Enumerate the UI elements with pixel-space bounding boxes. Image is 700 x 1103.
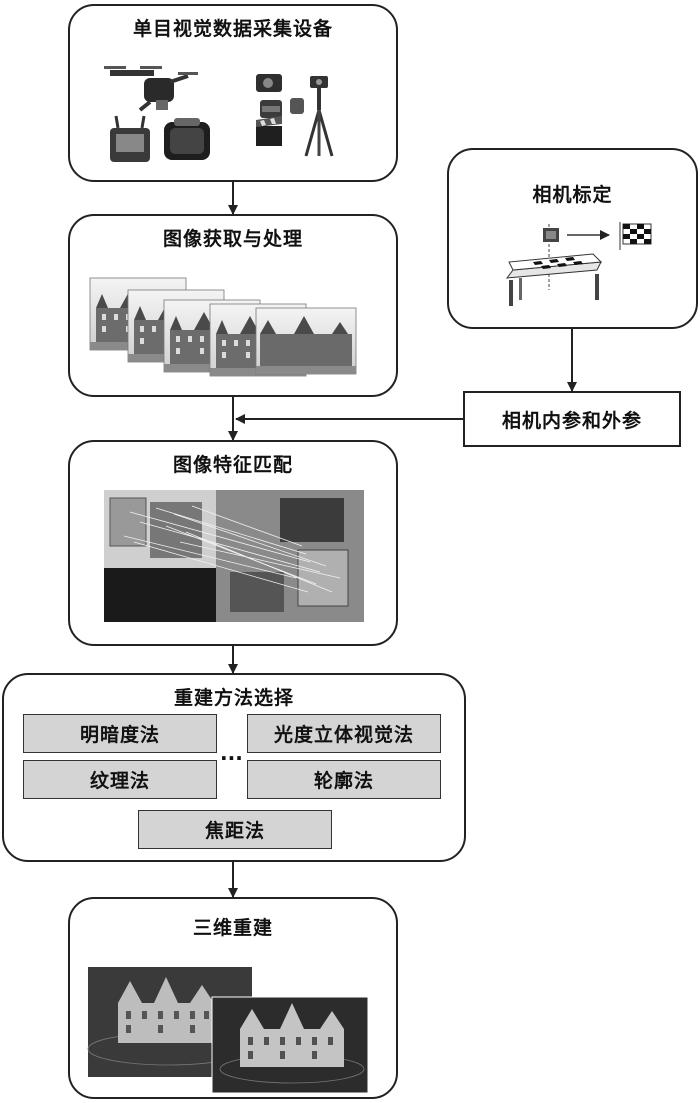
image-processing-box: 图像获取与处理: [68, 214, 398, 397]
calibration-box: 相机标定: [447, 148, 698, 329]
checkerboard-icon: [619, 222, 652, 250]
camcorder-icon: [256, 74, 304, 118]
image-processing-title: 图像获取与处理: [162, 228, 303, 250]
devices-illustration: [104, 66, 334, 162]
method-selection-title: 重建方法选择: [173, 687, 294, 709]
remote-controller-icon: [110, 115, 150, 162]
method-focus: 焦距法: [138, 810, 332, 849]
reconstruction-box: 三维重建: [68, 897, 398, 1099]
camera-params-box: 相机内参和外参: [463, 391, 681, 447]
point-cloud-illustration: [87, 967, 369, 1094]
tripod-icon: [304, 76, 334, 157]
calibration-illustration: [505, 222, 652, 306]
method-texture: 纹理法: [23, 760, 217, 799]
image-sequence-illustration: [89, 277, 357, 377]
calibration-table-icon: [505, 253, 603, 306]
method-silhouette: 轮廓法: [247, 760, 441, 799]
methods-ellipsis: ···: [220, 746, 243, 770]
reconstruction-title: 三维重建: [192, 917, 273, 939]
clapperboard-icon: [256, 116, 282, 146]
drone-icon: [104, 66, 198, 112]
method-photometric-stereo: 光度立体视觉法: [247, 714, 441, 753]
carry-case-icon: [164, 118, 210, 160]
feature-matching-title: 图像特征匹配: [172, 454, 293, 476]
method-shading: 明暗度法: [23, 714, 217, 753]
feature-matching-illustration: [104, 490, 364, 622]
acquisition-box: 单目视觉数据采集设备: [68, 4, 398, 182]
match-lines: [123, 505, 341, 593]
acquisition-title: 单目视觉数据采集设备: [132, 18, 333, 40]
calibration-title: 相机标定: [532, 184, 613, 206]
camera-icon: [543, 224, 559, 290]
feature-matching-box: 图像特征匹配: [68, 440, 398, 646]
